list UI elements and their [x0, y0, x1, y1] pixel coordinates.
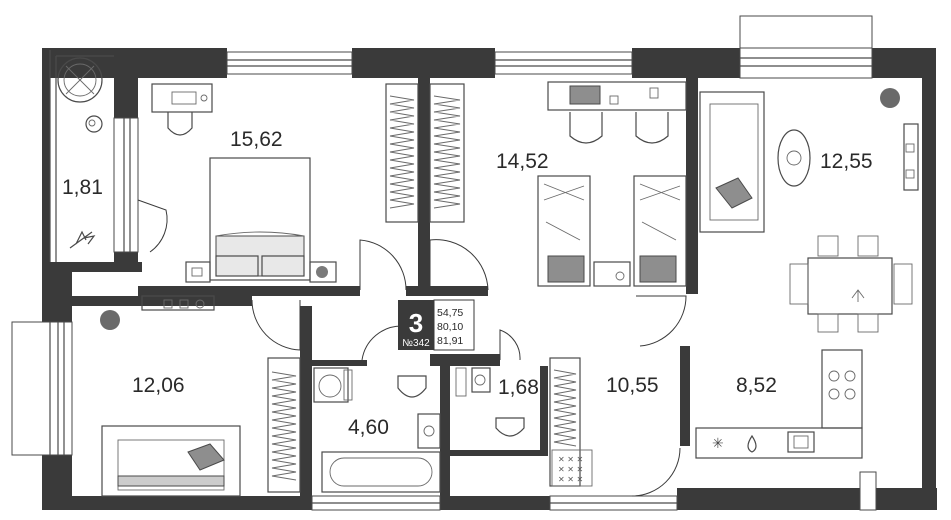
bedroom-furniture: [151, 83, 337, 283]
room4-furniture: [100, 295, 241, 497]
room-area-wc: 1,68: [498, 376, 539, 399]
rooms-count: 3: [409, 308, 423, 338]
apartment-number: №342: [402, 338, 430, 349]
living-room-furniture: [699, 88, 919, 333]
room-area-room-4: 12,06: [132, 374, 185, 397]
doors: [137, 199, 687, 497]
room-area-bathroom: 4,60: [348, 416, 389, 439]
room-labels: 1,81 15,62 14,52 12,55 12,06 4,60 1,68 1…: [62, 128, 873, 439]
svg-text:✳: ✳: [712, 436, 724, 452]
wardrobes: ✕ ✕ ✕ ✕ ✕ ✕ ✕ ✕ ✕: [267, 83, 593, 493]
svg-text:✕ ✕ ✕: ✕ ✕ ✕: [558, 455, 583, 464]
kitchen-furniture: ✳: [695, 349, 863, 459]
svg-text:✕ ✕ ✕: ✕ ✕ ✕: [558, 475, 583, 484]
room-area-hall: 10,55: [606, 374, 659, 397]
walls: [42, 48, 937, 510]
balcony-furniture: [57, 57, 103, 249]
apartment-info-badge: 3 №342 54,75 80,10 81,91: [398, 299, 475, 351]
room-area-living-room: 12,55: [820, 150, 873, 173]
room-area-balcony: 1,81: [62, 176, 103, 199]
room-area-bedroom: 15,62: [230, 128, 283, 151]
area-with-balcony: 80,10: [437, 321, 463, 333]
windows: [11, 15, 877, 511]
svg-text:✕ ✕ ✕: ✕ ✕ ✕: [558, 465, 583, 474]
bathroom-furniture: [313, 367, 525, 493]
kids-room-furniture: [537, 81, 687, 287]
full-area: 81,91: [437, 335, 463, 347]
room-area-kitchen: 8,52: [736, 374, 777, 397]
room-area-kids-room: 14,52: [496, 150, 549, 173]
total-area: 54,75: [437, 307, 463, 319]
